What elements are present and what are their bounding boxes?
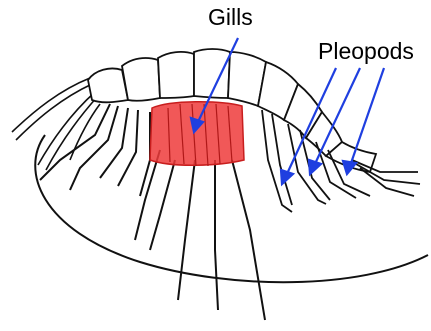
antennae: [12, 78, 100, 170]
pleopods-label: Pleopods: [318, 40, 414, 63]
gills-region: [150, 102, 244, 166]
gills-label: Gills: [208, 6, 253, 29]
